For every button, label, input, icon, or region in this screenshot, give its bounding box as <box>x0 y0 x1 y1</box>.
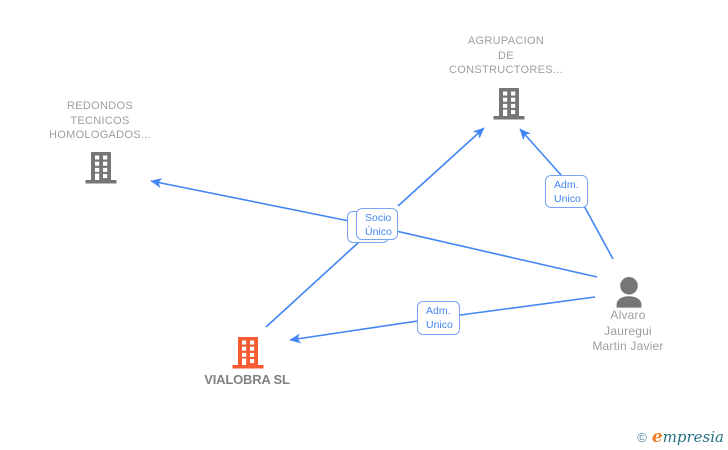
edge-label-line: Unico <box>554 192 581 205</box>
node-label-person[interactable]: Alvaro Jauregui Martin Javier <box>558 308 698 355</box>
edge-label-line: Único <box>365 225 392 238</box>
empresia-brand-initial: e <box>651 427 663 447</box>
copyright-icon: © <box>637 430 647 445</box>
edge-label-socio-unico[interactable]: Socio Único <box>356 208 398 240</box>
building-icon-vialobra[interactable] <box>230 334 266 370</box>
node-label-line: DE <box>498 49 514 62</box>
node-label-line: Martin Javier <box>592 339 664 353</box>
node-label-line: TECNICOS <box>70 114 130 127</box>
node-label-line: HOMOLOGADOS... <box>49 129 151 141</box>
edge-label-line: Adm. <box>426 305 451 317</box>
edge-label-adm-unico-top[interactable]: Adm. Unico <box>545 175 588 208</box>
building-icon-agrupacion[interactable] <box>491 85 527 121</box>
node-label-line: CONSTRUCTORES... <box>449 64 563 76</box>
node-label-redondos[interactable]: REDONDOS TECNICOS HOMOLOGADOS... <box>0 99 200 143</box>
node-label-line: Jauregui <box>604 323 652 338</box>
node-label-line: AGRUPACION <box>467 35 545 47</box>
edge-socio-agrupacion <box>397 127 485 207</box>
edge-label-line: Socio <box>365 212 392 224</box>
person-icon-alvaro[interactable] <box>610 271 648 309</box>
edge-label-line: Unico <box>426 318 453 331</box>
empresia-brand-rest: mpresia <box>662 428 724 446</box>
empresia-watermark[interactable]: © empresia <box>637 427 724 447</box>
edge-socio-vialobra <box>265 241 360 328</box>
edge-label-line: Adm. <box>554 179 579 191</box>
empresia-brand: empresia <box>652 427 724 447</box>
building-icon-redondos[interactable] <box>83 149 119 185</box>
node-label-line: Alvaro <box>610 308 646 322</box>
node-label-agrupacion[interactable]: AGRUPACION DE CONSTRUCTORES... <box>406 34 606 78</box>
node-label-line: REDONDOS <box>67 100 133 112</box>
node-label-vialobra[interactable]: VIALOBRA SL <box>204 372 290 387</box>
edge-label-adm-unico-bottom[interactable]: Adm. Unico <box>417 301 460 335</box>
